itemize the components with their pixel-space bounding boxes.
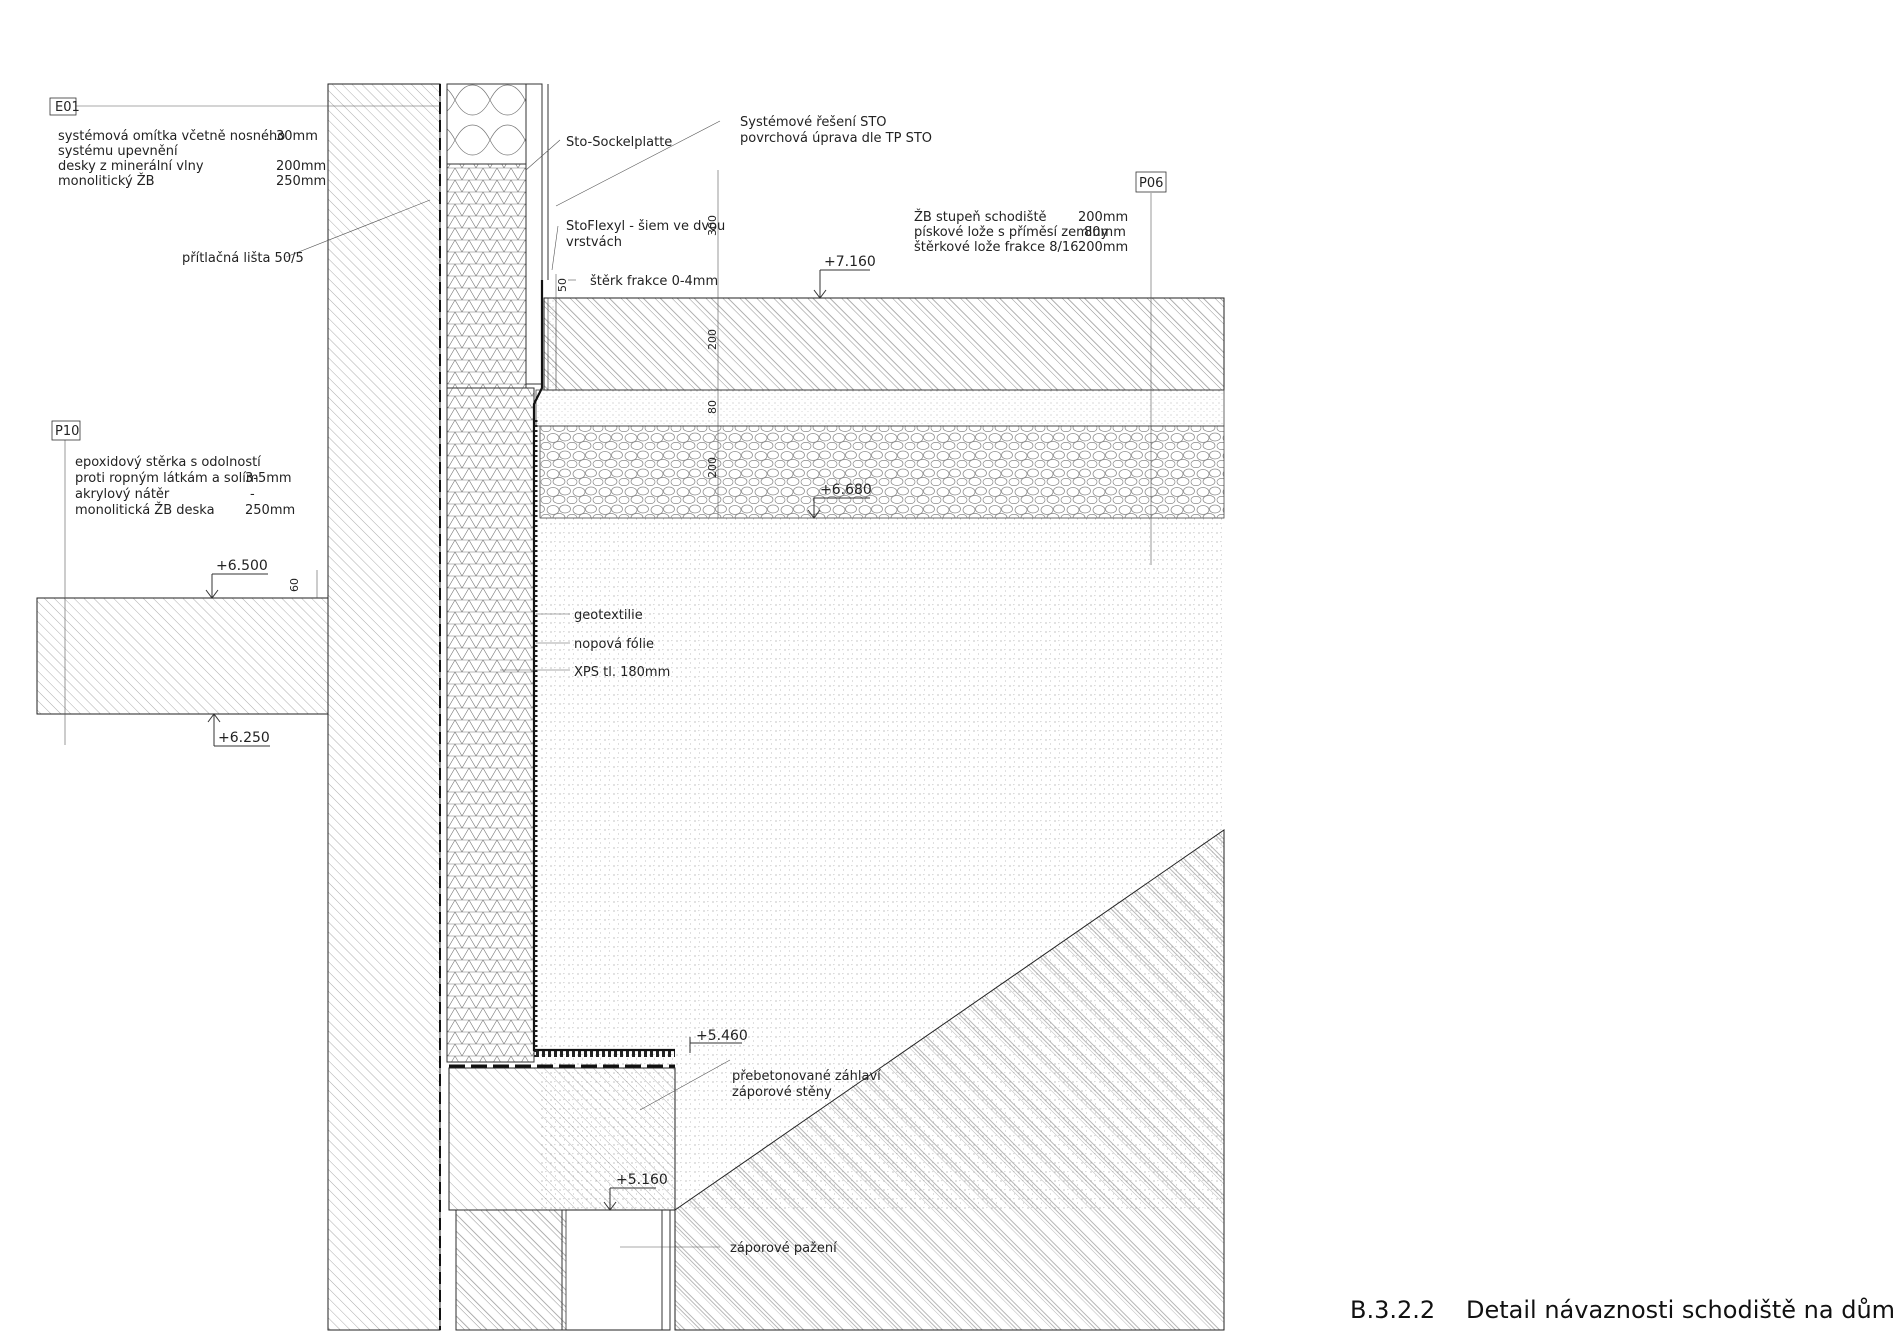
svg-text:50: 50 — [556, 278, 569, 292]
level-marker-5460: +5.460 — [689, 1028, 748, 1053]
p10-layer-list: epoxidový stěrka s odolností proti ropný… — [75, 455, 295, 518]
label-prebetonovane-1: přebetonované záhlaví — [732, 1069, 881, 1084]
svg-text:P06: P06 — [1139, 176, 1163, 191]
svg-text:+6.500: +6.500 — [216, 558, 268, 574]
title-code: B.3.2.2 — [1350, 1296, 1435, 1324]
p06-layer-3-name: štěrkové lože frakce 8/16 — [914, 240, 1078, 255]
floor-slab — [36, 597, 329, 715]
level-marker-7160: +7.160 — [813, 254, 876, 299]
sand-bed — [535, 389, 1225, 427]
level-marker-6250: +6.250 — [207, 713, 270, 747]
label-geotextilie: geotextilie — [574, 608, 643, 623]
e01-layer-4-name: monolitický ŽB — [58, 173, 155, 189]
p10-layer-3-name: akrylový nátěr — [75, 487, 170, 502]
svg-text:+5.460: +5.460 — [696, 1028, 748, 1044]
label-system-sto-2: povrchová úprava dle TP STO — [740, 131, 932, 146]
title-text: Detail návaznosti schodiště na dům — [1466, 1296, 1895, 1324]
tag-p10: P10 — [51, 420, 81, 441]
p06-layer-2-name: pískové lože s příměsí zeminy — [914, 225, 1109, 240]
svg-text:+6.250: +6.250 — [218, 730, 270, 746]
svg-text:60: 60 — [288, 578, 301, 592]
p06-layer-2-thickness: 80mm — [1084, 225, 1126, 240]
level-marker-6500: +6.500 — [205, 558, 268, 599]
p10-layer-3-thickness: - — [250, 487, 255, 502]
svg-text:+5.160: +5.160 — [616, 1172, 668, 1188]
mineral-wool-insulation — [446, 83, 527, 165]
xps-insulation — [446, 387, 535, 1063]
svg-text:+7.160: +7.160 — [824, 254, 876, 270]
tag-p06: P06 — [1135, 171, 1167, 193]
sockelplatte-insulation — [446, 163, 527, 389]
e01-layer-1-name: systémová omítka včetně nosného — [58, 129, 285, 144]
gravel-bed — [539, 425, 1225, 519]
p10-layer-4-name: monolitická ŽB deska — [75, 502, 215, 518]
p06-layer-1-thickness: 200mm — [1078, 210, 1128, 225]
svg-text:200: 200 — [706, 329, 719, 350]
p10-layer-4-thickness: 250mm — [245, 503, 295, 518]
svg-text:300: 300 — [706, 215, 719, 236]
label-system-sto-1: Systémové řešení STO — [740, 115, 887, 130]
concrete-wall — [327, 83, 441, 1331]
svg-text:E01: E01 — [55, 100, 80, 115]
e01-layer-1-thickness: 30mm — [276, 129, 318, 144]
e01-layer-3-thickness: 200mm — [276, 159, 326, 174]
label-nopova-folie: nopová fólie — [574, 637, 654, 652]
p06-layer-1-name: ŽB stupeň schodiště — [914, 209, 1047, 225]
level-markers: +7.160 +6.680 +6.500 +6.250 +5.460 +5.16… — [205, 254, 876, 1211]
dimensions: 300 200 80 200 50 60 — [288, 215, 719, 592]
p10-layer-2-name: proti ropným látkám a solím — [75, 471, 259, 486]
e01-layer-2-name: systému upevnění — [58, 144, 178, 159]
membranes — [439, 84, 675, 1330]
level-marker-6680: +6.680 — [807, 482, 872, 519]
label-sterk: štěrk frakce 0-4mm — [590, 274, 718, 289]
drawing-title: B.3.2.2 Detail návaznosti schodiště na d… — [1350, 1296, 1895, 1324]
label-xps: XPS tl. 180mm — [574, 665, 670, 680]
capping-beam — [448, 1067, 676, 1211]
annotations: přítlačná lišta 50/5 Sto-Sockelplatte Sy… — [182, 115, 932, 1256]
label-pritlacna-lista: přítlačná lišta 50/5 — [182, 251, 304, 266]
label-sto-sockelplatte: Sto-Sockelplatte — [566, 135, 672, 150]
original-ground — [674, 829, 1225, 1331]
level-marker-5160: +5.160 — [603, 1172, 668, 1211]
leaders — [64, 105, 1152, 1248]
tag-e01: E01 — [49, 97, 80, 116]
materials — [36, 83, 1225, 1331]
e01-layer-3-name: desky z minerální vlny — [58, 159, 204, 174]
label-zaporove-pazeni: záporové pažení — [730, 1241, 837, 1256]
p06-layer-list: ŽB stupeň schodiště 200mm pískové lože s… — [914, 209, 1128, 255]
label-prebetonovane-2: záporové stěny — [732, 1085, 832, 1100]
svg-text:P10: P10 — [55, 424, 79, 439]
e01-layer-list: systémová omítka včetně nosného 30mm sys… — [58, 129, 326, 189]
p10-layer-2-thickness: 3-5mm — [245, 471, 292, 486]
svg-text:200: 200 — [706, 457, 719, 478]
p10-layer-1-name: epoxidový stěrka s odolností — [75, 455, 261, 470]
soldier-pile-left — [455, 1209, 567, 1331]
e01-layer-4-thickness: 250mm — [276, 174, 326, 189]
facade-render — [525, 83, 543, 385]
label-stoflexyl-1: StoFlexyl - šiem ve dvou — [566, 219, 725, 234]
concrete-step — [543, 297, 1225, 391]
svg-text:80: 80 — [706, 400, 719, 414]
label-stoflexyl-2: vrstvách — [566, 235, 622, 250]
p06-layer-3-thickness: 200mm — [1078, 240, 1128, 255]
svg-text:+6.680: +6.680 — [820, 482, 872, 498]
